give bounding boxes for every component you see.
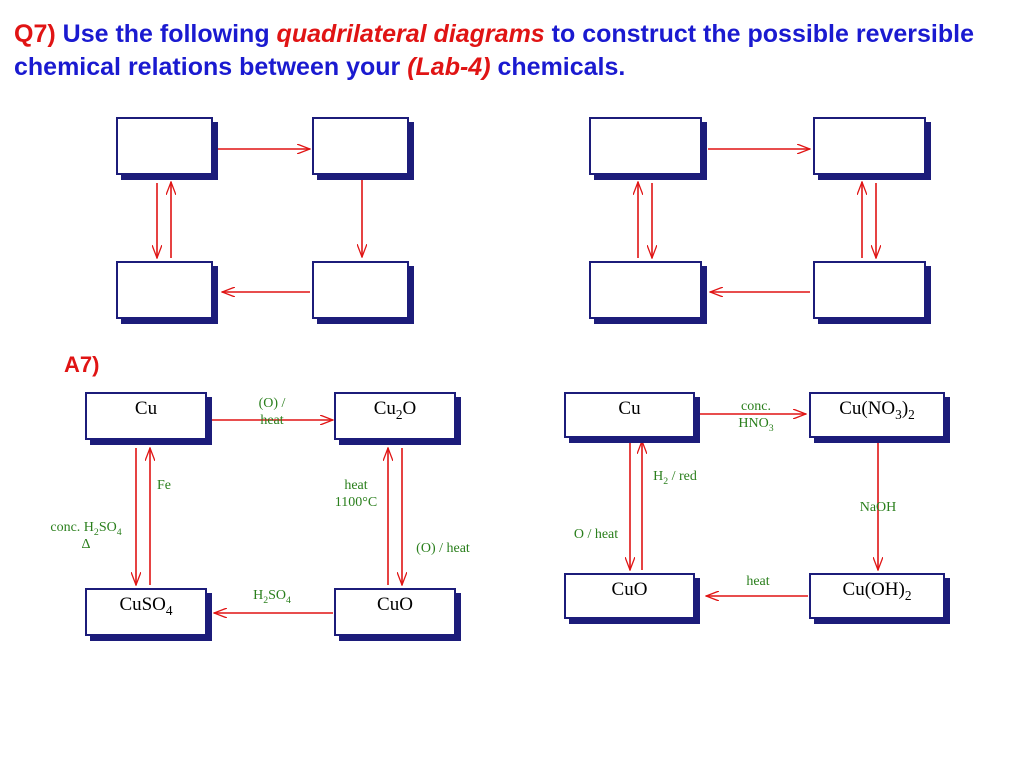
box-cuoh2-text: Cu(OH)2 <box>842 579 912 603</box>
box-cu-left: Cu <box>85 392 207 440</box>
delta-symbol: Δ <box>81 537 91 552</box>
label-o-heat-right-diagram: O / heat <box>573 527 619 542</box>
box-cuo-right: CuO <box>564 573 695 619</box>
box-cu-left-text: Cu <box>134 398 158 419</box>
question-emphasis: quadrilateral diagrams <box>276 20 545 48</box>
template-box-right-bottom-right <box>813 261 926 319</box>
label-h2-red: H2 / red <box>653 469 697 487</box>
question-text: Q7) Use the following quadrilateral diag… <box>14 18 1014 84</box>
question-text-end: chemicals. <box>497 53 626 81</box>
label-naoh: NaOH <box>859 500 897 515</box>
box-cuno32: Cu(NO3)2 <box>809 392 945 438</box>
template-box-right-bottom-left <box>589 261 702 319</box>
box-cuo-left-text: CuO <box>377 594 413 615</box>
template-box-left-bottom-left <box>116 261 213 319</box>
label-o-heat-top: (O) / heat <box>258 396 286 428</box>
box-cuso4-text: CuSO4 <box>119 594 173 618</box>
template-box-left-top-left <box>116 117 213 175</box>
box-cuo-left: CuO <box>334 588 456 636</box>
box-cuoh2: Cu(OH)2 <box>809 573 945 619</box>
box-cuo-right-text: CuO <box>611 579 648 600</box>
label-heat-1100c: heat 1100°C <box>334 478 378 510</box>
question-text-after: to construct the possible reversible che… <box>14 20 974 81</box>
label-conc-hno3: conc. HNO3 <box>738 399 774 434</box>
label-o-heat-right: (O) / heat <box>416 541 470 556</box>
box-cu-right: Cu <box>564 392 695 438</box>
box-cu2o-text: Cu2O <box>373 398 417 422</box>
template-box-left-top-right <box>312 117 409 175</box>
label-conc-h2so4: conc. H2SO4 Δ <box>36 519 136 553</box>
template-box-right-top-right <box>813 117 926 175</box>
question-number: Q7) <box>14 20 56 48</box>
label-fe: Fe <box>157 478 171 493</box>
box-cu2o: Cu2O <box>334 392 456 440</box>
template-box-left-bottom-right <box>312 261 409 319</box>
box-cu-right-text: Cu <box>618 398 641 419</box>
box-cuso4: CuSO4 <box>85 588 207 636</box>
template-box-right-top-left <box>589 117 702 175</box>
box-cuno32-text: Cu(NO3)2 <box>839 398 915 422</box>
answer-label: A7) <box>64 352 100 377</box>
question-lab: (Lab-4) <box>407 53 491 81</box>
label-heat-bottom: heat <box>746 574 770 589</box>
question-text-before: Use the following <box>62 20 270 48</box>
label-h2so4-bottom: H2SO4 <box>253 588 291 606</box>
